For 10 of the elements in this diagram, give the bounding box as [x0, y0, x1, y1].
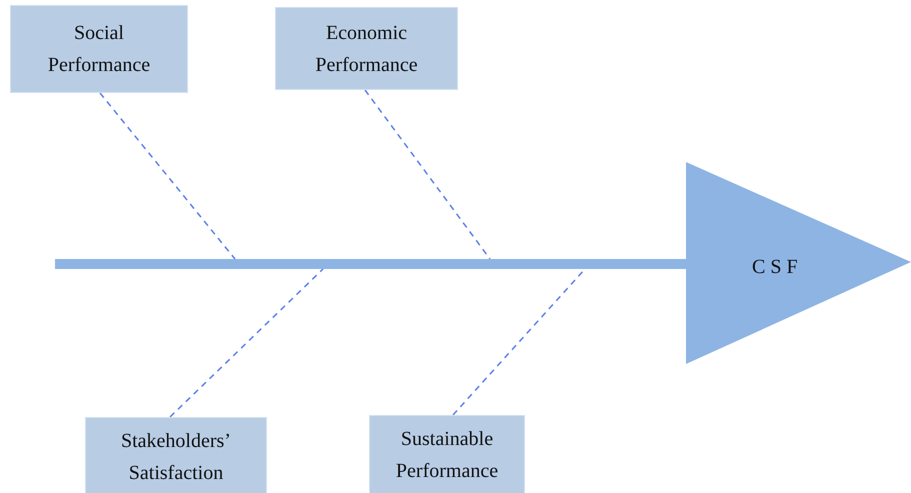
cause-box: Economic Performance	[275, 7, 458, 90]
dashed-connector	[364, 90, 491, 260]
spine-bar	[55, 259, 686, 269]
cause-box: Social Performance	[10, 5, 188, 93]
cause-box: Stakeholders’ Satisfaction	[85, 417, 267, 493]
dashed-connector	[169, 268, 324, 418]
cause-box: Sustainable Performance	[369, 415, 525, 493]
dashed-connector	[99, 92, 236, 260]
dashed-connector	[452, 268, 586, 416]
effect-label: C S F	[752, 255, 798, 280]
